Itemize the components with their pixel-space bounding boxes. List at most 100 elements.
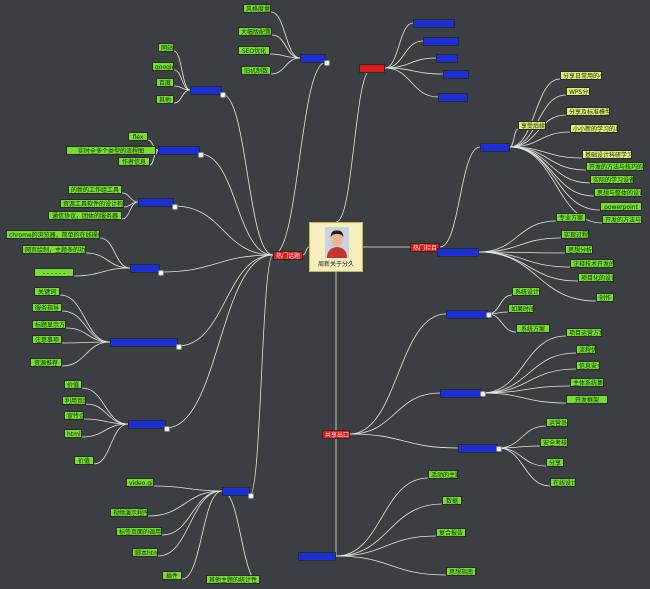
leaf-topic[interactable]: 网页绘制，主题多的功能: [22, 245, 86, 254]
branch-topic[interactable]: [480, 143, 510, 152]
leaf-topic[interactable]: flex: [128, 132, 148, 141]
leaf-topic[interactable]: 分享日常用的小工具: [560, 71, 602, 80]
leaf-topic[interactable]: 思想分析: [565, 245, 593, 254]
branch-topic[interactable]: [443, 70, 469, 79]
leaf-topic[interactable]: powerpoint: [600, 202, 642, 211]
branch-topic[interactable]: [190, 86, 222, 95]
hub-topic[interactable]: 热门栏目: [410, 243, 440, 252]
collapse-toggle[interactable]: [496, 446, 502, 452]
collapse-toggle[interactable]: [158, 270, 164, 276]
leaf-topic[interactable]: 注释技术开发的方法: [570, 259, 614, 268]
leaf-topic[interactable]: 开发框架: [566, 395, 608, 404]
leaf-topic[interactable]: - - - - - -: [34, 268, 74, 277]
leaf-topic[interactable]: 思想指南: [446, 567, 476, 576]
leaf-topic[interactable]: 视频演示程序的: [110, 508, 148, 517]
leaf-topic[interactable]: 资源推荐: [30, 358, 62, 367]
branch-topic[interactable]: [440, 389, 482, 398]
leaf-topic[interactable]: 关键词: [34, 287, 60, 296]
leaf-topic[interactable]: 服务指导: [32, 303, 62, 312]
leaf-topic[interactable]: 数据: [442, 496, 462, 505]
leaf-topic[interactable]: 主体系统集成: [570, 378, 604, 387]
leaf-topic[interactable]: 复合报告: [436, 528, 466, 537]
leaf-topic[interactable]: 小小新的学习的系统: [570, 124, 618, 133]
branch-topic[interactable]: [300, 54, 326, 63]
leaf-topic[interactable]: video.gif: [126, 478, 154, 487]
branch-topic[interactable]: [413, 19, 455, 28]
branch-topic[interactable]: [130, 264, 160, 273]
leaf-topic[interactable]: 资源工具软件的设计构成: [60, 199, 124, 208]
branch-topic[interactable]: [437, 248, 479, 257]
collapse-toggle[interactable]: [164, 426, 170, 432]
leaf-topic[interactable]: 实时全多个类型的流程图: [66, 146, 156, 155]
collapse-toggle[interactable]: [486, 312, 492, 318]
branch-topic[interactable]: [446, 310, 488, 319]
collapse-toggle[interactable]: [172, 204, 178, 210]
branch-topic[interactable]: [438, 93, 468, 102]
leaf-topic[interactable]: 项目化的设计: [578, 273, 614, 282]
branch-topic[interactable]: [436, 54, 458, 63]
leaf-topic[interactable]: 系统设计: [512, 287, 540, 296]
branch-topic[interactable]: [222, 487, 250, 496]
branch-topic[interactable]: [158, 146, 200, 155]
hub-topic[interactable]: 共享出口: [322, 430, 350, 439]
leaf-topic[interactable]: 分享: [546, 458, 564, 467]
leaf-topic[interactable]: 在线设计: [550, 478, 576, 487]
leaf-topic[interactable]: 分享及标准模型图: [566, 107, 610, 116]
leaf-topic[interactable]: 系统方案: [516, 324, 550, 333]
leaf-topic[interactable]: 如果时间长了: [508, 304, 534, 313]
central-topic-node[interactable]: 周新关于分久: [309, 222, 363, 272]
hub-topic[interactable]: [359, 64, 385, 73]
leaf-topic[interactable]: 专业方案: [556, 213, 586, 222]
leaf-topic[interactable]: 项目运营方案: [566, 328, 602, 337]
branch-topic[interactable]: [138, 198, 174, 207]
leaf-topic[interactable]: 插件: [162, 571, 182, 580]
leaf-topic[interactable]: google: [152, 62, 174, 71]
leaf-topic[interactable]: 价值: [74, 456, 94, 465]
collapse-toggle[interactable]: [198, 152, 204, 158]
leaf-topic[interactable]: WPS分析: [566, 87, 590, 96]
leaf-topic[interactable]: 脚本html: [132, 548, 158, 557]
leaf-topic[interactable]: 思想与整体的设计与思维: [594, 188, 642, 197]
leaf-topic[interactable]: 基础设计科研学习工作: [582, 150, 632, 159]
leaf-topic[interactable]: 宣传企: [64, 411, 84, 420]
leaf-topic[interactable]: 开发的方法与设计: [602, 215, 642, 224]
leaf-topic[interactable]: 注意事项: [32, 335, 62, 344]
leaf-topic[interactable]: 活动的主题: [428, 470, 458, 479]
leaf-topic[interactable]: 实现过程: [561, 230, 589, 239]
leaf-topic[interactable]: 旧机制数: [241, 66, 271, 75]
leaf-topic[interactable]: 创作: [596, 293, 614, 302]
hub-topic[interactable]: 热门话题: [273, 251, 303, 260]
branch-topic[interactable]: [423, 37, 459, 46]
leaf-topic[interactable]: 风格度量: [243, 4, 271, 13]
leaf-topic[interactable]: 享受后续教程: [518, 121, 546, 130]
leaf-topic[interactable]: 作者信息: [118, 157, 150, 166]
leaf-topic[interactable]: 通信协议，团体的服务器: [48, 211, 122, 220]
branch-topic[interactable]: [128, 420, 166, 429]
leaf-topic[interactable]: 其他: [156, 95, 174, 104]
collapse-toggle[interactable]: [220, 92, 226, 98]
leaf-topic[interactable]: 流程优化: [576, 345, 596, 354]
leaf-topic[interactable]: 其他主题的统计性: [206, 575, 260, 584]
leaf-topic[interactable]: 价值: [64, 380, 82, 389]
leaf-topic[interactable]: 运营员: [546, 418, 568, 427]
leaf-topic[interactable]: 标签页面的调用显示: [116, 527, 162, 536]
branch-topic[interactable]: [110, 338, 178, 347]
leaf-topic[interactable]: 实际的学习设备: [590, 175, 634, 184]
collapse-toggle[interactable]: [176, 344, 182, 350]
collapse-toggle[interactable]: [324, 60, 330, 66]
leaf-topic[interactable]: html: [64, 429, 82, 438]
leaf-topic[interactable]: 开发的方法与技巧的设计: [586, 162, 644, 171]
leaf-topic[interactable]: 标题显示方式: [32, 320, 66, 329]
leaf-topic[interactable]: SEO优化: [238, 46, 270, 55]
leaf-topic[interactable]: 安全考核: [540, 438, 568, 447]
collapse-toggle[interactable]: [248, 493, 254, 499]
leaf-topic[interactable]: 网站: [158, 43, 174, 52]
leaf-topic[interactable]: 的新的工作组工具: [68, 185, 122, 194]
leaf-topic[interactable]: 大幅版配置: [238, 27, 272, 36]
leaf-topic[interactable]: 信息安全: [576, 361, 600, 370]
branch-topic[interactable]: [458, 444, 498, 453]
branch-topic[interactable]: [298, 552, 336, 561]
leaf-topic[interactable]: chrome的浏览器，简单的在线操作性强: [6, 230, 100, 239]
leaf-topic[interactable]: 利用页面: [62, 396, 86, 405]
collapse-toggle[interactable]: [480, 391, 486, 397]
